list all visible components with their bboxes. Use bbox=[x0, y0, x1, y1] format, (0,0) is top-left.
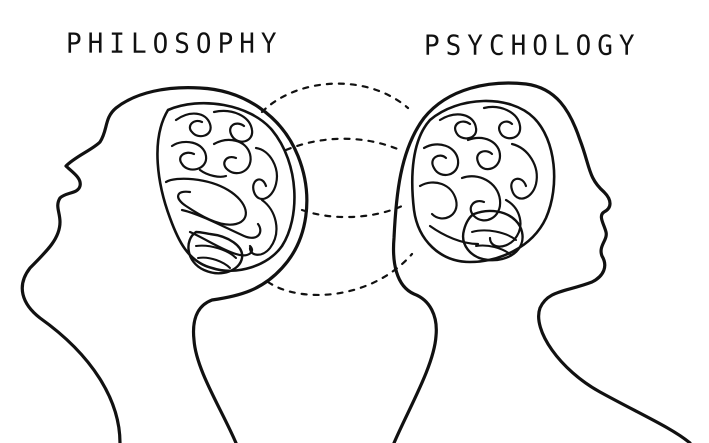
dashed-connections bbox=[260, 82, 414, 296]
left-head-silhouette bbox=[20, 86, 309, 443]
left-brain bbox=[156, 101, 296, 275]
right-head-silhouette bbox=[391, 81, 692, 443]
psychology-label: PSYCHOLOGY bbox=[424, 30, 641, 62]
right-brain bbox=[410, 99, 556, 264]
philosophy-label: PHILOSOPHY bbox=[66, 28, 283, 60]
